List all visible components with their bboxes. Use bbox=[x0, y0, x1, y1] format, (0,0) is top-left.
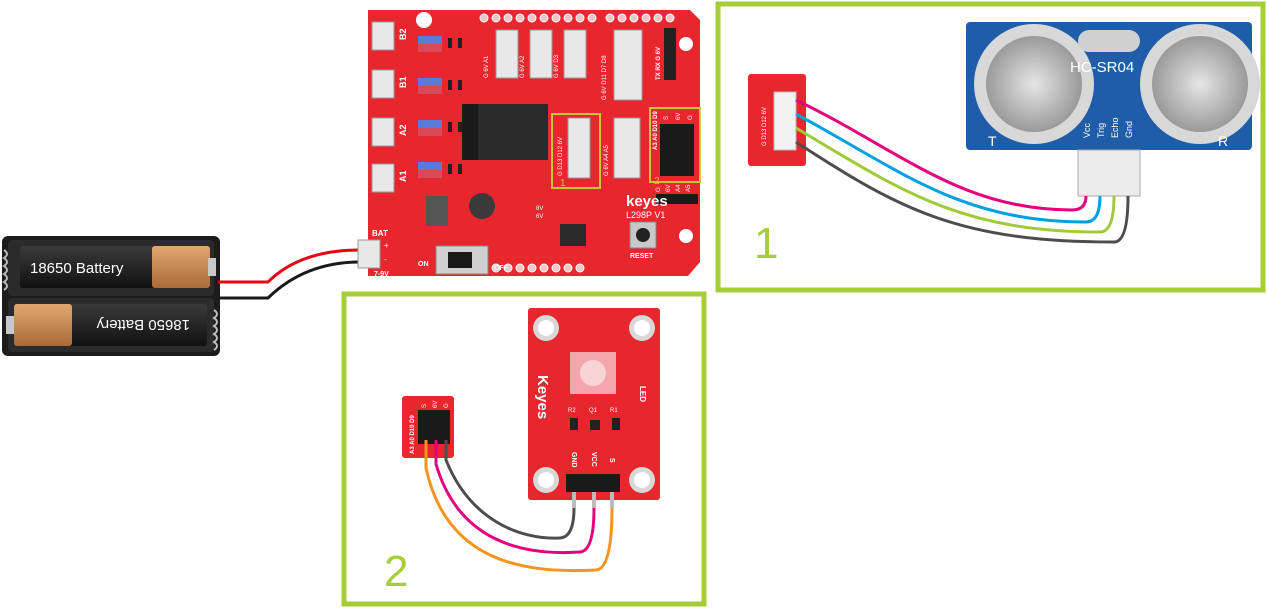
bat-label: BAT bbox=[372, 229, 388, 238]
component-r1: R1 bbox=[610, 408, 618, 414]
panel-2-led: 2 A3 A0 D10 D9 S 6V G Keyes LED R2 Q1 R1 bbox=[341, 291, 707, 607]
battery-red-wire bbox=[218, 248, 361, 284]
bottom-header-a4: A4 bbox=[676, 184, 682, 192]
panel-2-wire-gray bbox=[444, 440, 576, 540]
reset-label: RESET bbox=[630, 253, 654, 260]
led-module-type: LED bbox=[638, 386, 647, 402]
motor-port-a1: A1 bbox=[398, 170, 408, 182]
motor-leds bbox=[418, 36, 462, 178]
bottom-header-g: G bbox=[656, 187, 662, 192]
l298-driver-chip bbox=[478, 104, 548, 160]
shield-box-number-1: 1 bbox=[560, 178, 566, 189]
battery-black-wire bbox=[218, 260, 361, 300]
panel-2-connector-side-pins: A3 A0 D10 D9 bbox=[410, 415, 416, 454]
shield-model: L298P V1 bbox=[626, 210, 665, 220]
servo-header-3-pins: G 6V D3 bbox=[554, 54, 560, 78]
panel-2-number: 2 bbox=[384, 547, 408, 596]
switch-off-label: OFF bbox=[494, 265, 509, 272]
motor-shield-board: B2 B1 A2 A1 G 6V A1 G 6V A2 G 6V D3 G 6V… bbox=[357, 10, 701, 278]
led-pin-s-label: S bbox=[608, 458, 615, 463]
bat-plus: + bbox=[384, 241, 389, 250]
bottom-header-6v: 6V bbox=[666, 185, 672, 192]
sensor-name: HC-SR04 bbox=[1070, 59, 1134, 76]
battery-label-top: 18650 Battery bbox=[30, 260, 124, 277]
panel-1-number: 1 bbox=[754, 219, 778, 268]
motor-ports: B2 B1 A2 A1 bbox=[371, 21, 408, 193]
led-pin-vcc-label: VCC bbox=[590, 452, 597, 467]
panel-1-connector: G D13 D12 6V bbox=[748, 74, 806, 166]
power-switch[interactable]: ON OFF bbox=[418, 245, 509, 275]
grid-header-pins: A3 A0 D10 D9 bbox=[653, 111, 659, 150]
shield-box-number-2: 2 bbox=[654, 176, 660, 187]
sensor-pin-gnd: Gnd bbox=[1124, 121, 1134, 138]
motor-port-a2: A2 bbox=[398, 124, 408, 136]
bat-minus: - bbox=[384, 255, 387, 264]
panel-1-ultrasonic: 1 G D13 D12 6V HC-SR04 T R Vcc Trig Echo… bbox=[715, 1, 1266, 293]
motor-port-b1: B1 bbox=[398, 76, 408, 88]
shield-header-box-1: G D13 D12 6V 1 bbox=[551, 113, 601, 189]
led-pin-gnd-label: GND bbox=[570, 452, 577, 468]
voltage-6v: 6V bbox=[536, 214, 543, 220]
grid-col-g: G bbox=[688, 115, 694, 120]
led-module-brand: Keyes bbox=[534, 375, 551, 419]
servo-headers: G 6V A1 G 6V A2 G 6V D3 G 6V D11 D7 D8 bbox=[484, 29, 643, 101]
shield-brand: keyes bbox=[626, 193, 668, 210]
panel-2-pin-s: S bbox=[422, 404, 428, 408]
voltage-8v: 8V bbox=[536, 206, 543, 212]
panel-1-connector-pins: G D13 D12 6V bbox=[762, 107, 768, 146]
component-q1: Q1 bbox=[589, 408, 598, 414]
reset-button[interactable]: RESET bbox=[629, 221, 657, 260]
panel-2-wire-pink bbox=[434, 440, 596, 555]
panel-1-wire-pink bbox=[795, 98, 1088, 212]
grid-col-s: S bbox=[664, 116, 670, 120]
servo-header-2-pins: G 6V A2 bbox=[520, 55, 526, 78]
battery-label-bottom: 18650 Battery bbox=[96, 316, 190, 333]
led-module: Keyes LED R2 Q1 R1 GND VCC S bbox=[528, 308, 660, 508]
battery-cell-bottom: 18650 Battery bbox=[6, 304, 207, 346]
component-r2: R2 bbox=[568, 408, 576, 414]
battery-cell-top: 18650 Battery bbox=[20, 246, 216, 288]
servo-header-4-pins: G 6V D11 D7 D8 bbox=[602, 55, 608, 100]
panel-1-wire-gray bbox=[795, 140, 1130, 244]
panel-1-wire-green bbox=[795, 126, 1116, 234]
analog-header-pins: G 6V A4 A5 bbox=[604, 144, 610, 176]
sensor-pin-echo: Echo bbox=[1110, 117, 1120, 138]
txrx-header-pins: TX RX G 6V bbox=[656, 47, 662, 80]
grid-col-6v: 6V bbox=[676, 113, 682, 120]
sensor-t-label: T bbox=[988, 133, 997, 149]
bottom-header-a5: A5 bbox=[686, 184, 692, 192]
panel-2-connector: A3 A0 D10 D9 S 6V G bbox=[402, 396, 454, 458]
panel-2-pin-6v: 6V bbox=[433, 401, 439, 408]
servo-header-1-pins: G 6V A1 bbox=[484, 55, 490, 78]
shield-header-box-2: A3 A0 D10 D9 S 6V G 2 bbox=[649, 107, 701, 187]
sensor-pin-vcc: Vcc bbox=[1082, 122, 1092, 138]
sensor-r-label: R bbox=[1218, 133, 1228, 149]
ultrasonic-header-pins: G D13 D12 6V bbox=[558, 137, 564, 176]
panel-1-wire-blue bbox=[795, 112, 1102, 224]
panel-2-pin-g: G bbox=[444, 403, 450, 408]
sensor-pin-trig: Trig bbox=[1096, 123, 1106, 138]
panel-2-wire-orange bbox=[424, 440, 614, 573]
bat-range: 7-9V bbox=[374, 271, 389, 278]
battery-holder: 18650 Battery 18650 Battery bbox=[2, 236, 220, 356]
hc-sr04-sensor: HC-SR04 T R Vcc Trig Echo Gnd bbox=[966, 22, 1260, 197]
motor-port-b2: B2 bbox=[398, 28, 408, 40]
switch-on-label: ON bbox=[418, 261, 429, 268]
